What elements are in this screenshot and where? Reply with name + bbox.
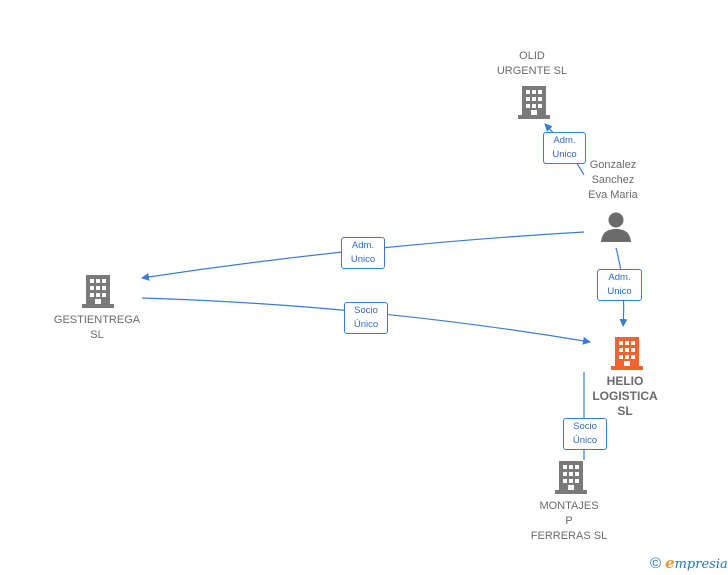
badge-line: Unico <box>607 286 632 297</box>
node-montajes-ferreras[interactable]: MONTAJES P FERRERAS SL <box>514 499 624 544</box>
badge-line: Adm. <box>553 135 576 146</box>
node-gonzalez-sanchez[interactable]: Gonzalez Sanchez Eva Maria <box>566 158 660 203</box>
node-label: Gonzalez Sanchez Eva Maria <box>588 159 638 201</box>
building-icon <box>518 86 550 119</box>
node-label: HELIO LOGISTICA SL <box>592 374 658 418</box>
node-label: OLID URGENTE SL <box>496 50 568 77</box>
node-label: GESTIENTREGA SL <box>53 314 141 341</box>
badge-line: Único <box>353 319 379 330</box>
node-label: MONTAJES P FERRERAS SL <box>530 500 608 542</box>
footer-brand[interactable]: ©empresia <box>650 554 728 572</box>
badge-line: Socio <box>573 421 597 432</box>
node-olid-urgente[interactable]: OLID URGENTE SL <box>482 49 582 79</box>
edge-label-adm-unico: Adm. Unico <box>341 237 385 269</box>
edge-label-socio-unico: Socio Único <box>563 418 607 450</box>
building-icon <box>82 275 114 308</box>
copyright-icon: © <box>650 555 662 572</box>
badge-line: Adm. <box>608 272 631 283</box>
node-gestientrega[interactable]: GESTIENTREGA SL <box>42 313 152 343</box>
badge-line: Adm. <box>351 240 375 251</box>
brand-logo-text: mpresia <box>674 557 728 572</box>
edge-label-socio-unico: Socio Único <box>344 302 388 334</box>
building-icon-focus <box>611 337 643 370</box>
badge-line: Socio <box>354 305 378 316</box>
node-helio-logistica[interactable]: HELIO LOGISTICA SL <box>575 374 675 419</box>
person-icon <box>601 212 631 242</box>
building-icon <box>555 461 587 494</box>
edge-label-adm-unico: Adm. Unico <box>543 132 586 164</box>
brand-logo-initial: e <box>665 554 675 572</box>
badge-line: Unico <box>350 254 376 265</box>
badge-line: Único <box>572 435 598 446</box>
edge-label-adm-unico: Adm. Unico <box>597 269 642 301</box>
badge-line: Unico <box>552 149 577 160</box>
